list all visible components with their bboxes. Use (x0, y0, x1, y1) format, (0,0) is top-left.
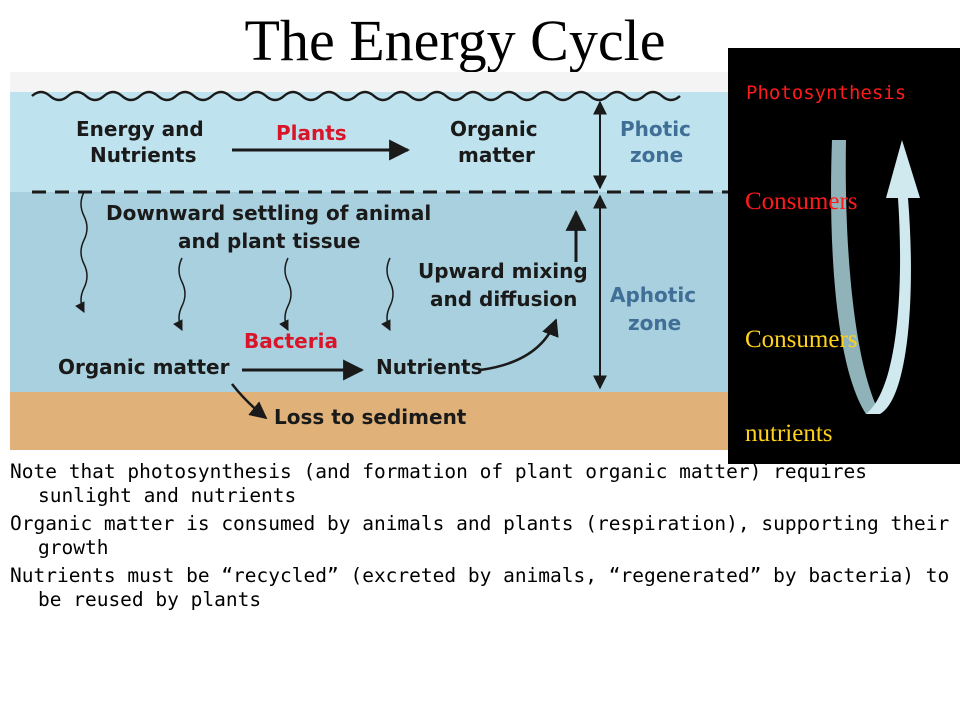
settling-arrow-1 (75, 191, 88, 313)
loss-to-sediment-label: Loss to sediment (274, 405, 467, 429)
sky-band (10, 72, 728, 92)
upward-mixing-label: Upward mixing and diffusion (418, 259, 595, 311)
water-surface-wave (31, 90, 681, 102)
photic-water (10, 92, 728, 192)
photic-zone-label: Photic zone (620, 117, 698, 167)
energy-cycle-diagram: Energy and Nutrients Plants Organic matt… (10, 72, 728, 450)
note-photosynthesis: Note that photosynthesis (and formation … (10, 460, 868, 507)
consumers-bottom-label: Consumers (745, 326, 858, 353)
settling-arrow-3 (279, 257, 292, 331)
bacteria-label: Bacteria (244, 329, 338, 353)
loss-to-sediment-arrow (231, 383, 268, 420)
downward-settling-label: Downward settling of animal and plant ti… (106, 201, 438, 253)
nutrient-upwelling-arrow (479, 318, 559, 372)
settling-arrow-4 (381, 257, 394, 331)
notes-list: Note that photosynthesis (and formation … (10, 460, 950, 616)
organic-matter-top-label: Organic matter (450, 117, 545, 167)
aphotic-water (10, 192, 728, 392)
nutrients-label: Nutrients (376, 355, 483, 379)
note-organic-matter: Organic matter is consumed by animals an… (10, 512, 950, 559)
cycle-panel: Photosynthesis Consumers Consumers nutri… (728, 48, 960, 464)
settling-arrow-2 (173, 257, 186, 331)
descending-strand (831, 140, 880, 414)
plants-label: Plants (276, 121, 347, 145)
cycle-loop-arrow (831, 140, 920, 414)
ascending-strand (866, 140, 920, 414)
organic-matter-bottom-label: Organic matter (58, 355, 230, 379)
diagram-svg: Energy and Nutrients Plants Organic matt… (10, 72, 728, 450)
page-title: The Energy Cycle (244, 8, 666, 73)
nutrients-cycle-label: nutrients (745, 420, 833, 447)
note-nutrients-recycled: Nutrients must be “recycled” (excreted b… (10, 564, 950, 611)
energy-nutrients-label: Energy and Nutrients (76, 117, 211, 167)
aphotic-zone-label: Aphotic zone (610, 283, 703, 335)
photosynthesis-label: Photosynthesis (746, 82, 907, 104)
consumers-top-label: Consumers (745, 188, 858, 215)
sediment-band (10, 392, 728, 450)
